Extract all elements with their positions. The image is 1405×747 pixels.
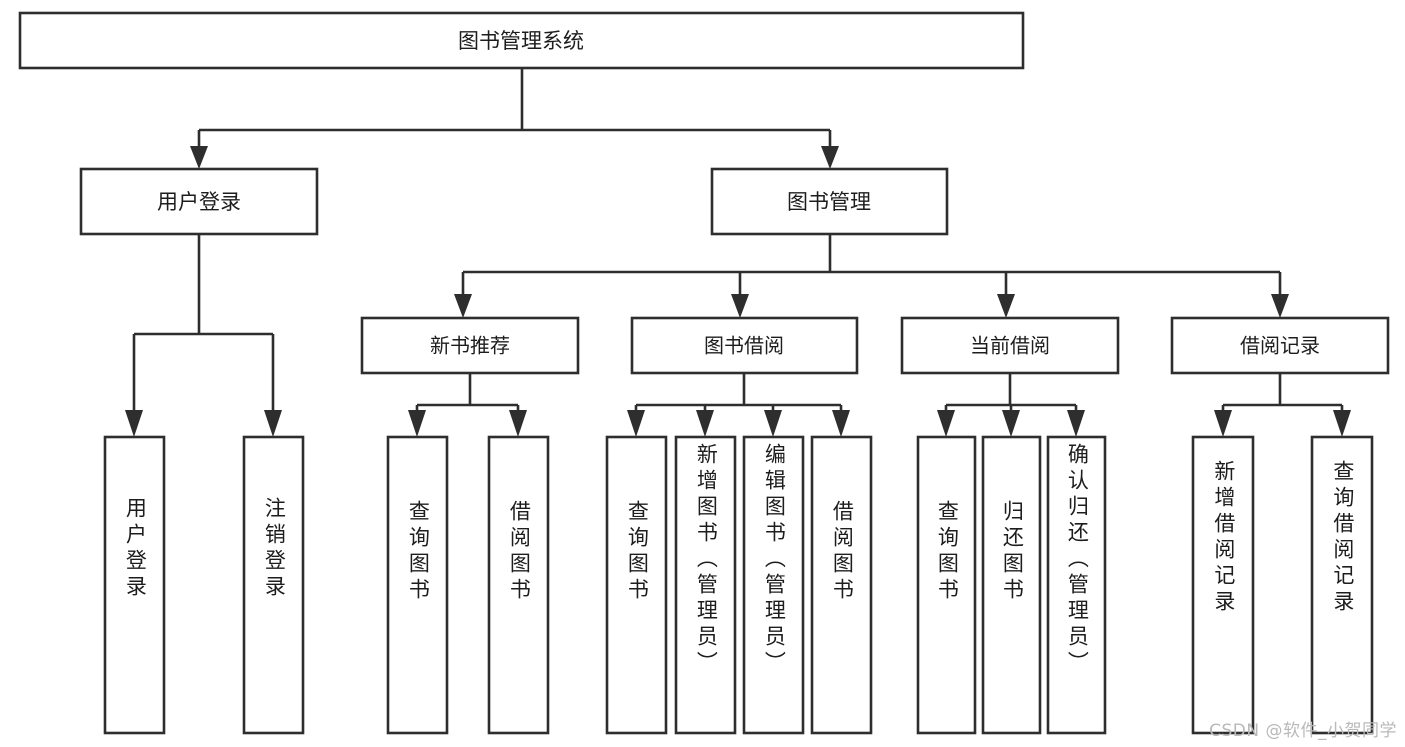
node-label-root: 图书管理系统 [458, 29, 584, 53]
arrow-head-borrow-query-book [627, 410, 645, 437]
arrow-head-current-confirm-return [1067, 410, 1085, 437]
node-box-borrow-borrow-book[interactable] [810, 435, 873, 735]
watermark-text: CSDN @软件_小贺同学 [1209, 721, 1397, 741]
node-label-book-manage: 图书管理 [787, 190, 871, 214]
node-box-current-borrow[interactable] [900, 316, 1120, 375]
node-box-user-login[interactable] [79, 167, 319, 236]
arrow-head-recommend-borrow-book [509, 410, 527, 437]
node-box-borrow-edit-book[interactable] [742, 435, 805, 735]
connector-group-new-book-recommend [408, 373, 527, 437]
arrow-head-current-return-book [1002, 410, 1020, 437]
node-label-book-borrow: 图书借阅 [704, 334, 784, 358]
node-box-borrow-query-book[interactable] [605, 435, 668, 735]
arrow-head-recommend-query-book [408, 410, 426, 437]
node-box-recommend-borrow-book[interactable] [487, 435, 550, 735]
arrow-head-borrow-record [1271, 294, 1289, 318]
connector-group-user-login [125, 234, 282, 437]
connector-group-book-manage [454, 234, 1289, 318]
connector-group-book-borrow [627, 373, 850, 437]
node-box-recommend-query-book[interactable] [386, 435, 449, 735]
arrow-head-user-login [190, 146, 208, 169]
node-box-book-borrow[interactable] [630, 316, 859, 375]
node-box-book-manage[interactable] [710, 167, 949, 236]
connector-group-current-borrow [937, 373, 1085, 437]
node-box-borrow-add-book[interactable] [674, 435, 737, 735]
node-box-user-login-do[interactable] [103, 435, 166, 735]
node-label-borrow-record: 借阅记录 [1240, 334, 1320, 358]
arrow-head-new-book-recommend [454, 294, 472, 318]
node-label-new-book-recommend: 新书推荐 [430, 334, 510, 358]
node-box-record-query[interactable] [1310, 435, 1374, 735]
node-box-record-add[interactable] [1191, 435, 1255, 735]
arrow-head-borrow-edit-book [764, 410, 782, 437]
arrow-head-user-login-do [125, 410, 143, 437]
arrow-head-user-logout [264, 410, 282, 437]
node-label-user-login: 用户登录 [157, 190, 241, 214]
node-box-new-book-recommend[interactable] [360, 316, 580, 375]
arrow-head-record-add [1214, 410, 1232, 437]
arrow-head-borrow-borrow-book [832, 410, 850, 437]
node-box-root[interactable] [18, 11, 1025, 70]
arrow-head-record-query [1333, 410, 1351, 437]
arrow-head-book-manage [821, 146, 839, 169]
arrow-head-current-query-book [937, 410, 955, 437]
arrow-head-book-borrow [731, 294, 749, 318]
node-box-current-query-book[interactable] [916, 435, 977, 735]
node-box-current-return-book[interactable] [981, 435, 1042, 735]
connector-group-borrow-record [1214, 373, 1351, 437]
node-box-user-logout[interactable] [242, 435, 305, 735]
arrow-head-borrow-add-book [696, 410, 714, 437]
node-box-current-confirm-return[interactable] [1046, 435, 1107, 735]
arrow-head-current-borrow [997, 294, 1015, 318]
node-label-current-borrow: 当前借阅 [970, 334, 1050, 358]
node-box-borrow-record[interactable] [1170, 316, 1390, 375]
connector-group-root [190, 68, 839, 169]
